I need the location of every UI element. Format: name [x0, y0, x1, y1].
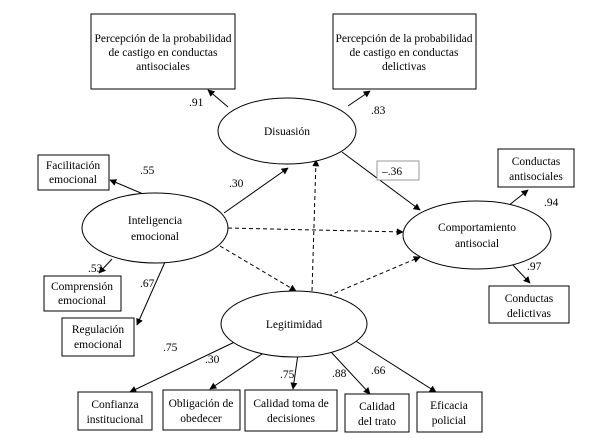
- coef-conductas-delictivas: .97: [527, 261, 542, 273]
- label-confianza-1: Confianza: [91, 399, 138, 411]
- edge-disuasion-castigo-antisociales: [207, 89, 229, 108]
- box-confianza: [77, 391, 153, 431]
- construct-labels: Disuasión Inteligencia emocional Legitim…: [128, 126, 516, 331]
- edge-disuasion-comportamiento: [341, 151, 421, 211]
- coef-castigo-delictivas: .83: [371, 105, 386, 117]
- box-facilitacion: [37, 154, 110, 191]
- edge-legitimidad-calidad-trato: [330, 351, 371, 395]
- box-castigo-antisociales: [90, 13, 236, 90]
- label-confianza-2: institucional: [87, 414, 144, 426]
- coef-facilitacion: .55: [140, 165, 155, 177]
- coef-regulacion: .67: [140, 278, 155, 290]
- edge-legitimidad-confianza: [129, 337, 244, 393]
- coef-eficacia: .66: [371, 365, 386, 377]
- edges: [98, 89, 531, 395]
- coef-calidad-trato: .88: [332, 368, 347, 380]
- edge-legitimidad-obligacion: [209, 349, 269, 390]
- box-castigo-delictivas: [332, 13, 477, 90]
- ellipse-inteligencia: [81, 192, 229, 264]
- label-comprension-2: emocional: [58, 295, 106, 307]
- edge-ie-comportamiento-dashed: [227, 227, 404, 236]
- label-inteligencia-2: emocional: [131, 231, 179, 243]
- ellipse-comportamiento: [402, 200, 552, 270]
- edge-ie-legitimidad-dashed: [219, 245, 297, 292]
- label-inteligencia-1: Inteligencia: [128, 215, 182, 227]
- box-calidad-trato: [344, 393, 410, 433]
- coef-conductas-antisociales: .94: [544, 197, 559, 209]
- label-comprension-1: Comprensión: [51, 281, 113, 293]
- label-facilitacion-1: Facilitación: [46, 160, 101, 172]
- label-castigo-delictivas-2: de castigo en conductas: [350, 47, 459, 59]
- box-conductas-delictivas: [488, 285, 570, 324]
- label-castigo-antisociales-3: antisociales: [136, 61, 190, 73]
- label-comportamiento-2: antisocial: [455, 238, 499, 250]
- coef-comprension: .53: [88, 263, 103, 275]
- edge-ie-comprension: [98, 258, 113, 274]
- label-conductas-antisociales-2: antisociales: [509, 171, 563, 183]
- edge-legitimidad-eficacia: [350, 337, 437, 393]
- label-disuasion: Disuasión: [264, 126, 310, 138]
- coef-ie-disuasion: .30: [229, 178, 244, 190]
- label-castigo-antisociales-2: de castigo en conductas: [109, 47, 218, 59]
- label-calidad-decisiones-2: decisiones: [267, 413, 315, 425]
- label-facilitacion-2: emocional: [49, 174, 97, 186]
- coef-obligacion: .30: [205, 354, 220, 366]
- box-regulacion: [61, 317, 135, 357]
- label-conductas-delictivas-2: delictivas: [507, 308, 552, 320]
- edge-comportamiento-conductas-delictivas: [509, 261, 531, 284]
- label-calidad-decisiones-1: Calidad toma de: [253, 398, 328, 410]
- edge-legitimidad-disuasion-dashed: [311, 159, 320, 292]
- box-comprension: [43, 275, 122, 312]
- coef-calidad-decisiones: .75: [280, 369, 295, 381]
- box-coef-disuasion-comportamiento: [376, 160, 420, 181]
- ellipse-disuasion: [217, 97, 357, 165]
- box-obligacion: [162, 389, 241, 431]
- label-legitimidad: Legitimidad: [266, 319, 322, 331]
- edge-disuasion-castigo-delictivas: [347, 90, 371, 107]
- label-castigo-delictivas-1: Percepción de la probabilidad: [336, 33, 473, 45]
- coef-confianza: .75: [163, 342, 178, 354]
- indicator-labels: Percepción de la probabilidad de castigo…: [46, 33, 563, 428]
- label-obligacion-2: obedecer: [180, 413, 222, 425]
- label-castigo-antisociales-1: Percepción de la probabilidad: [95, 33, 232, 45]
- label-regulacion-2: emocional: [74, 339, 122, 351]
- label-eficacia-1: Eficacia: [430, 400, 468, 412]
- label-eficacia-2: policial: [432, 415, 467, 427]
- coefficients: .91 .83 .55 .30 –.36 .53 .67 .94 .97 .75…: [88, 97, 559, 381]
- label-calidad-trato-2: del trato: [358, 416, 396, 428]
- label-calidad-trato-1: Calidad: [359, 401, 395, 413]
- edge-legitimidad-comportamiento-dashed: [327, 256, 421, 297]
- label-obligacion-1: Obligación de: [169, 398, 234, 410]
- ellipse-legitimidad: [220, 290, 368, 358]
- box-eficacia: [416, 391, 483, 433]
- label-conductas-delictivas-1: Conductas: [505, 293, 554, 305]
- coef-disuasion-comportamiento: –.36: [381, 166, 402, 178]
- label-regulacion-1: Regulación: [72, 324, 125, 336]
- box-calidad-decisiones: [244, 389, 338, 432]
- label-conductas-antisociales-1: Conductas: [512, 156, 561, 168]
- coef-castigo-antisociales: .91: [189, 97, 204, 109]
- edge-ie-disuasion: [223, 167, 289, 214]
- label-castigo-delictivas-3: delictivas: [382, 61, 427, 73]
- edge-legitimidad-calidad-decisiones: [290, 353, 299, 390]
- construct-ellipses: [81, 97, 552, 358]
- edge-ie-regulacion: [136, 261, 166, 326]
- box-conductas-antisociales: [497, 148, 575, 188]
- indicator-boxes: [37, 13, 575, 433]
- label-comportamiento-1: Comportamiento: [438, 222, 516, 234]
